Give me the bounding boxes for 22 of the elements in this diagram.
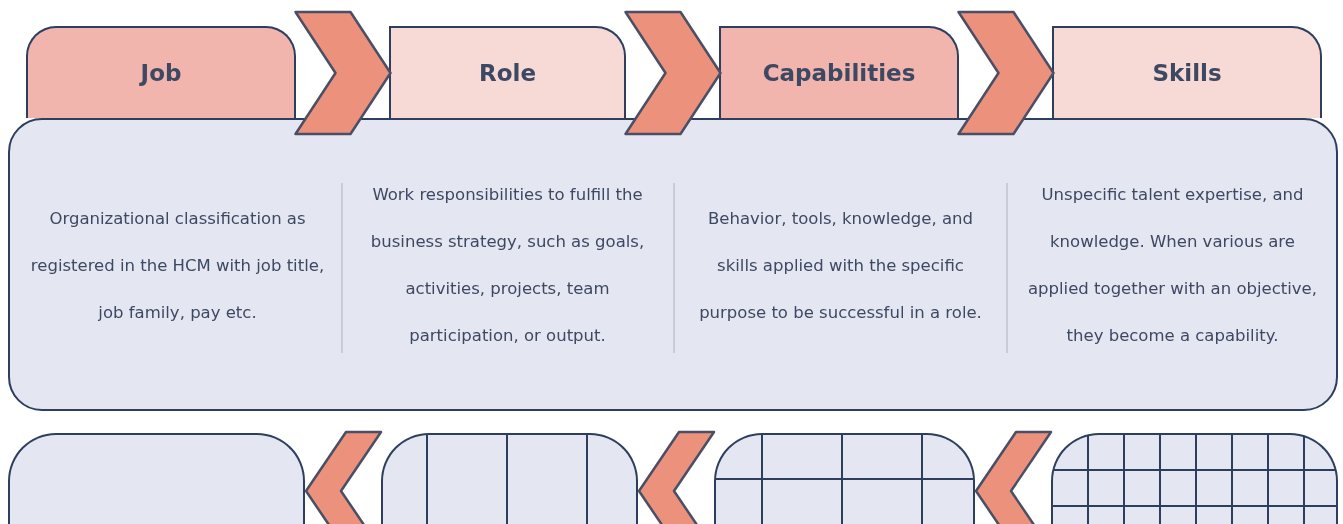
- tab-heading: Capabilities: [762, 59, 916, 88]
- description-text: Work responsibilities to fulfill the business strategy, such as goals, activities, projects, team participation, or output.: [369, 184, 646, 347]
- step-tab: [389, 26, 626, 118]
- chevron-arrow: [304, 430, 383, 524]
- grid-bar: [1051, 433, 1338, 524]
- chevron-arrow: [637, 430, 716, 524]
- chevron-arrow: [957, 10, 1055, 136]
- description-text: Behavior, tools, knowledge, and skills applied with the specific purpose to be successful in a role.: [698, 207, 983, 324]
- tab-heading: Job: [140, 59, 182, 88]
- grid-bar: [381, 433, 638, 524]
- tab-heading: Skills: [1152, 59, 1222, 88]
- step-tab: [1052, 26, 1322, 118]
- chevron-arrow: [294, 10, 392, 136]
- chevron-arrow: [624, 10, 722, 136]
- chevron-arrow: [974, 430, 1053, 524]
- step-tab: [719, 26, 959, 118]
- step-tab: [26, 26, 296, 118]
- tab-heading: Role: [479, 59, 536, 88]
- description-text: Unspecific talent expertise, and knowledge. When various are applied together with an objective, they become a capability.: [1026, 184, 1319, 347]
- grid-bar: [8, 433, 305, 524]
- grid-bar: [714, 433, 975, 524]
- description-text: Organizational classification as registered in the HCM with job title, job family, pay etc.: [30, 207, 325, 324]
